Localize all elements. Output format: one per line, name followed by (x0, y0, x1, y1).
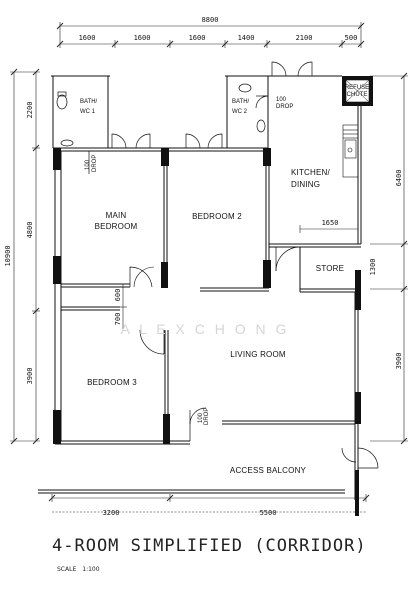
drop-label-living-a: 100 (198, 412, 204, 423)
dim-overall-width: 8800 (202, 16, 219, 24)
plan-title: 4-ROOM SIMPLIFIED (CORRIDOR) (52, 536, 367, 556)
dim-top-2: 1600 (134, 34, 151, 42)
dim-top-5: 2100 (296, 34, 313, 42)
dimension-lines (10, 22, 408, 513)
kitchen-counter (342, 124, 359, 178)
store-label: STORE (316, 264, 344, 273)
dim-bottom-1: 3200 (103, 509, 120, 517)
watermark: A L E X C H O N G (121, 321, 290, 337)
bath-wc-2-label-2: WC 2 (232, 109, 248, 115)
drop-markers (88, 95, 268, 174)
bath-fixtures (56, 83, 266, 147)
bedroom-3-label: BEDROOM 3 (87, 378, 137, 387)
dim-left-outer: 10900 (4, 245, 12, 266)
kitchen-label-1: KITCHEN/ (291, 168, 331, 177)
bedroom-2-label: BEDROOM 2 (192, 212, 242, 221)
dim-left-2: 4800 (26, 222, 34, 239)
dim-top-6: 500 (345, 34, 358, 42)
drop-label-main-b: DROP (92, 155, 98, 172)
dim-top-4: 1400 (238, 34, 255, 42)
dim-left-small-2: 700 (114, 313, 122, 326)
access-balcony-label: ACCESS BALCONY (230, 466, 307, 475)
refuse-chute-label-2: CHUTE (347, 92, 368, 98)
bath-wc-2-label-1: BATH/ (232, 99, 250, 105)
refuse-chute (342, 76, 373, 106)
dim-bottom-2: 5500 (260, 509, 277, 517)
drop-label-bath2-a: 100 (276, 97, 287, 103)
dim-right-3: 3900 (395, 353, 403, 370)
main-bedroom-label-1: MAIN (106, 211, 127, 220)
dim-store-width: 1650 (322, 219, 339, 227)
dim-left-small-1: 600 (114, 289, 122, 302)
drop-label-main-a: 100 (85, 159, 91, 170)
main-bedroom-label-2: BEDROOM (95, 222, 138, 231)
structural-columns (53, 148, 361, 516)
scale-note: SCALE 1:100 (57, 566, 106, 573)
dim-right-1: 6400 (395, 170, 403, 187)
living-room-label: LIVING ROOM (230, 350, 286, 359)
bath-wc-1-label-2: WC 1 (80, 109, 96, 115)
drop-label-living-b: DROP (204, 408, 210, 425)
dimension-ticks (10, 22, 408, 502)
dim-top-3: 1600 (189, 34, 206, 42)
scale-label: SCALE (57, 566, 77, 573)
walls (38, 75, 362, 500)
dim-left-1: 2200 (26, 102, 34, 119)
bath-wc-1-label-1: BATH/ (80, 99, 98, 105)
scale-value: 1:100 (82, 566, 100, 573)
dim-right-2: 1300 (369, 259, 377, 276)
drop-label-bath2-b: DROP (276, 104, 293, 110)
dim-top-1: 1600 (79, 34, 96, 42)
dim-left-3: 3900 (26, 368, 34, 385)
refuse-chute-label-1: REFUSE (345, 85, 369, 91)
kitchen-label-2: DINING (291, 180, 320, 189)
